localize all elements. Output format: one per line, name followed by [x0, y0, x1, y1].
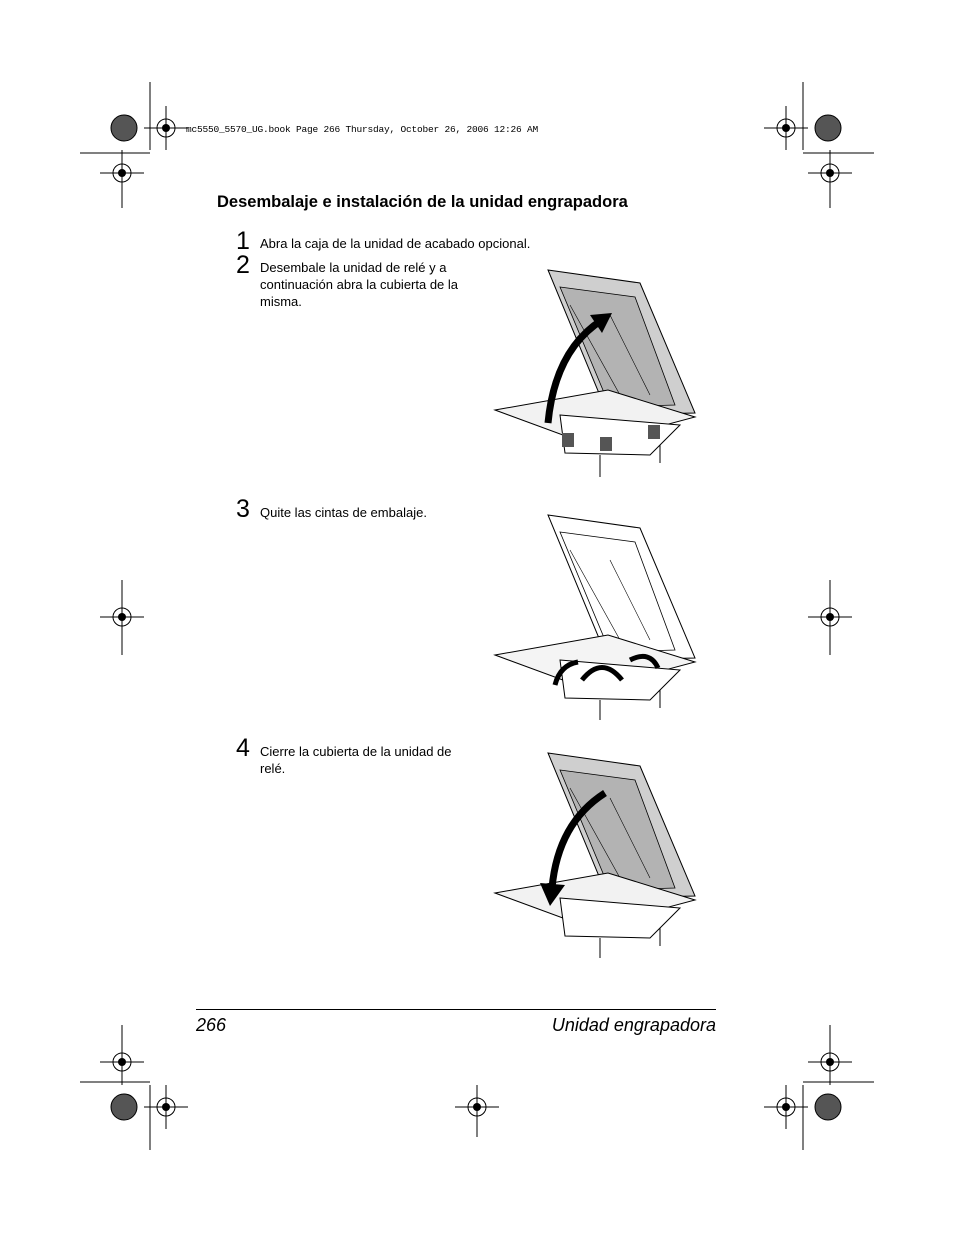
step-text: Desembale la unidad de relé y a continua…	[260, 260, 459, 309]
step-text: Abra la caja de la unidad de acabado opc…	[260, 236, 531, 251]
relay-unit-close-illustration	[493, 752, 697, 958]
footer-rule	[196, 1009, 716, 1010]
step-number: 1	[236, 227, 250, 255]
step-text: Cierre la cubierta de la unidad de relé.	[260, 744, 452, 776]
footer-section-name: Unidad engrapadora	[551, 1015, 716, 1035]
section-title: Desembalaje e instalación de la unidad e…	[217, 193, 628, 211]
step-number: 2	[236, 251, 250, 279]
relay-unit-tapes-illustration	[493, 514, 697, 720]
print-slug: mc5550_5570_UG.book Page 266 Thursday, O…	[186, 124, 539, 135]
step-number: 3	[236, 495, 250, 523]
step-text: Quite las cintas de embalaje.	[260, 505, 427, 520]
step-number: 4	[236, 734, 250, 762]
relay-unit-open-illustration	[493, 269, 697, 477]
page-number: 266	[196, 1015, 227, 1035]
